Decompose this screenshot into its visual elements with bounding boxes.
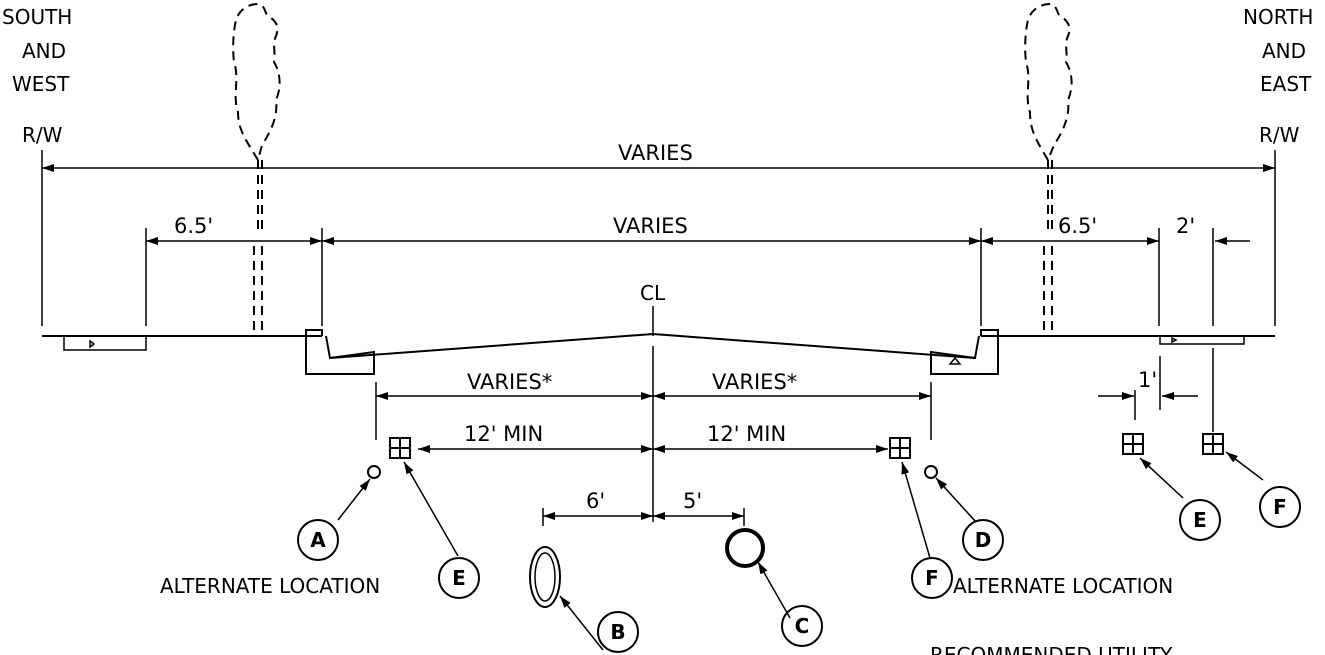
dim-varies-left: VARIES* xyxy=(467,370,552,394)
junction-box-center-right-icon xyxy=(889,437,911,459)
svg-text:E: E xyxy=(452,566,466,590)
dim-min-left: 12' MIN xyxy=(464,422,543,446)
dim-offset-1: 1' xyxy=(1138,368,1157,392)
rw-label-left: R/W xyxy=(22,123,63,147)
pipe-b-icon xyxy=(529,546,561,608)
callout-b: B xyxy=(597,611,639,653)
callout-e-left: E xyxy=(438,557,480,599)
svg-text:SOUTH: SOUTH xyxy=(2,5,72,29)
svg-text:F: F xyxy=(925,566,939,590)
leader-arrows xyxy=(337,451,1264,651)
recommended-utility-note: RECOMMENDED UTILITY xyxy=(930,643,1173,655)
side-label-right: NORTH AND EAST xyxy=(1243,5,1313,96)
dim-varies-top: VARIES xyxy=(618,141,693,165)
callout-f-right: F xyxy=(1259,486,1301,528)
dim-sidewalk-left: 6.5' xyxy=(174,214,213,238)
pipe-c-icon xyxy=(725,528,765,568)
junction-box-left-icon xyxy=(389,437,411,459)
extension-lines xyxy=(41,150,1276,526)
junction-box-far-right-e-icon xyxy=(1122,433,1144,455)
callout-e-right: E xyxy=(1179,499,1221,541)
rw-label-right: R/W xyxy=(1259,123,1300,147)
callout-a: A xyxy=(297,519,339,561)
dim-offset-2: 2' xyxy=(1176,214,1195,238)
svg-text:E: E xyxy=(1193,508,1207,532)
tree-left-icon xyxy=(232,2,281,335)
alternate-location-right: ALTERNATE LOCATION xyxy=(953,574,1173,598)
svg-text:D: D xyxy=(975,528,992,552)
dim-min-right: 12' MIN xyxy=(707,422,786,446)
svg-text:EAST: EAST xyxy=(1260,72,1312,96)
svg-text:A: A xyxy=(310,528,326,552)
svg-text:F: F xyxy=(1273,495,1287,519)
alternate-location-left: ALTERNATE LOCATION xyxy=(160,574,380,598)
side-label-left: SOUTH AND WEST xyxy=(2,5,72,96)
junction-box-far-right-f-icon xyxy=(1202,433,1224,455)
svg-text:NORTH: NORTH xyxy=(1243,5,1313,29)
dim-varies-right: VARIES* xyxy=(712,370,797,394)
dim-offset-6: 6' xyxy=(586,489,605,513)
svg-text:AND: AND xyxy=(22,39,66,63)
dim-varies-inner: VARIES xyxy=(613,214,688,238)
svg-text:B: B xyxy=(610,620,625,644)
tree-right-icon xyxy=(1024,2,1073,335)
svg-text:AND: AND xyxy=(1262,39,1306,63)
svg-text:C: C xyxy=(795,614,810,638)
dimension-lines xyxy=(42,164,1275,520)
callout-d: D xyxy=(962,519,1004,561)
centerline-label: CL xyxy=(640,281,666,305)
callout-f-left: F xyxy=(911,557,953,599)
roadway-section xyxy=(42,329,1275,375)
dim-offset-5: 5' xyxy=(683,489,702,513)
callout-c: C xyxy=(781,605,823,647)
small-conduit-left-icon xyxy=(367,465,381,479)
small-conduit-right-icon xyxy=(924,465,938,479)
dim-sidewalk-right: 6.5' xyxy=(1058,214,1097,238)
svg-text:WEST: WEST xyxy=(12,72,70,96)
